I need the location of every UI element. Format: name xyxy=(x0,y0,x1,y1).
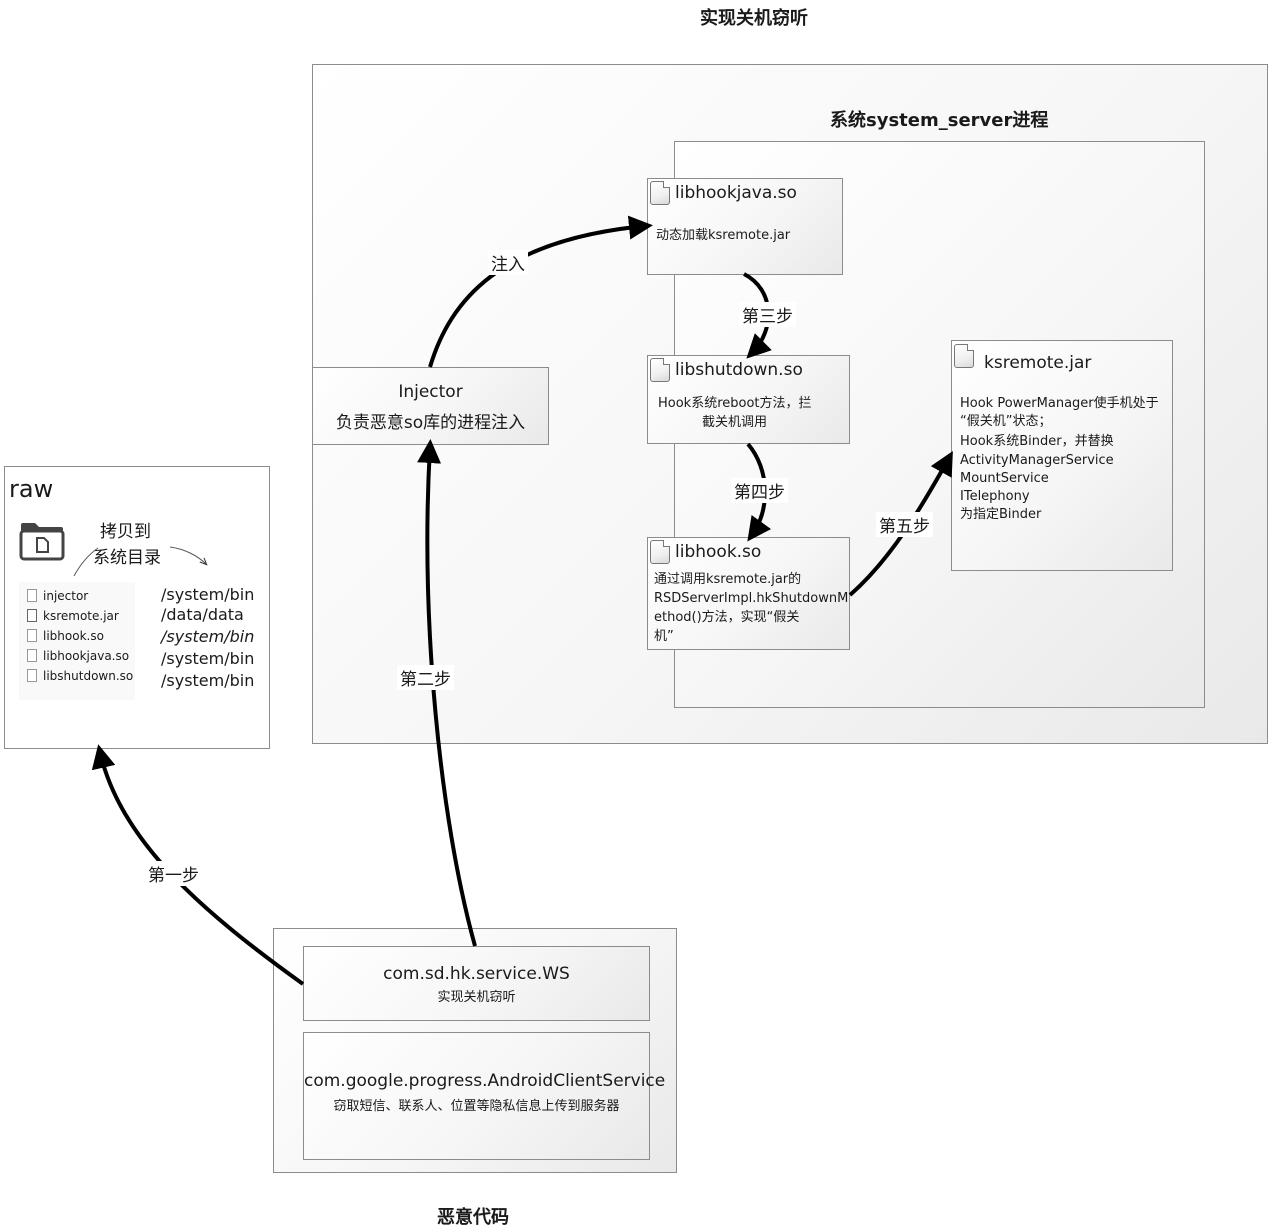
ksremote-desc-line3: Hook系统Binder，并替换 xyxy=(960,434,1114,449)
file-row-injector: injector xyxy=(27,589,88,607)
ws-service-title: com.sd.hk.service.WS xyxy=(383,964,570,984)
file-row-ksremote: ksremote.jar xyxy=(27,609,119,627)
document-icon xyxy=(650,181,670,205)
file-row-libhook: libhook.so xyxy=(27,629,104,647)
step-label-inject: 注入 xyxy=(488,250,528,275)
step-label-5: 第五步 xyxy=(876,512,933,537)
jar-file-icon xyxy=(27,609,37,622)
file-path: /data/data xyxy=(161,605,244,624)
file-path: /system/bin xyxy=(161,649,255,668)
file-icon xyxy=(27,649,37,662)
step-label-3: 第三步 xyxy=(739,302,796,327)
libhook-desc-line2: RSDServerImpl.hkShutdownM xyxy=(654,591,849,606)
copy-arrow-right xyxy=(169,546,206,564)
acs-service-title: com.google.progress.AndroidClientService xyxy=(304,1071,666,1091)
ksremote-desc-line6: ITelephony xyxy=(960,489,1030,504)
system-server-title: 系统system_server进程 xyxy=(830,110,1049,131)
ksremote-desc-line4: ActivityManagerService xyxy=(960,453,1114,468)
step-label-1: 第一步 xyxy=(145,861,202,886)
libhook-desc-line4: 机” xyxy=(654,629,674,644)
file-name: ksremote.jar xyxy=(43,609,119,623)
file-row-libhookjava: libhookjava.so xyxy=(27,649,129,667)
ksremote-node: ksremote.jar Hook PowerManager使手机处于 “假关机… xyxy=(951,340,1173,571)
file-icon xyxy=(27,669,37,682)
libhook-title: libhook.so xyxy=(675,542,762,562)
ksremote-desc-line2: “假关机”状态； xyxy=(960,414,1052,429)
acs-service-box: com.google.progress.AndroidClientService… xyxy=(303,1032,666,1160)
malicious-code-label: 恶意代码 xyxy=(437,1207,509,1228)
copy-label-line1: 拷贝到 xyxy=(100,522,151,542)
libhook-node: libhook.so 通过调用ksremote.jar的 RSDServerIm… xyxy=(647,537,850,650)
file-path: /system/bin xyxy=(161,585,255,604)
ksremote-desc-line1: Hook PowerManager使手机处于 xyxy=(960,396,1159,411)
folder-icon xyxy=(19,521,65,561)
file-name: libshutdown.so xyxy=(43,669,134,683)
raw-panel: raw 拷贝到 系统目录 injector ksremote.jar libho… xyxy=(4,466,270,749)
file-name: libhook.so xyxy=(43,629,104,643)
arrow-step2 xyxy=(417,439,477,947)
raw-title: raw xyxy=(9,475,54,503)
file-list-bg xyxy=(19,582,135,700)
document-icon xyxy=(650,358,670,382)
ws-service-box: com.sd.hk.service.WS 实现关机窃听 xyxy=(303,946,650,1021)
diagram-title: 实现关机窃听 xyxy=(700,8,808,29)
libshutdown-desc-line2: 截关机调用 xyxy=(702,415,768,430)
libhook-desc-line1: 通过调用ksremote.jar的 xyxy=(654,572,802,587)
acs-service-desc: 窃取短信、联系人、位置等隐私信息上传到服务器 xyxy=(333,1099,620,1114)
file-path: /system/bin xyxy=(161,671,255,690)
injector-desc: 负责恶意so库的进程注入 xyxy=(335,413,526,433)
libshutdown-title: libshutdown.so xyxy=(675,360,803,380)
file-name: injector xyxy=(43,589,89,603)
step-label-4: 第四步 xyxy=(731,478,788,503)
step-label-2: 第二步 xyxy=(397,665,454,690)
libhook-desc-line3: ethod()方法，实现“假关 xyxy=(654,610,800,625)
copy-label-line2: 系统目录 xyxy=(93,548,161,568)
arrow-inject xyxy=(428,215,653,368)
libshutdown-node: libshutdown.so Hook系统reboot方法，拦 截关机调用 xyxy=(647,355,850,444)
file-path: /system/bin xyxy=(161,627,255,646)
ksremote-title: ksremote.jar xyxy=(984,353,1092,373)
libhookjava-title: libhookjava.so xyxy=(675,183,797,203)
file-icon xyxy=(27,589,37,602)
file-icon xyxy=(27,629,37,642)
document-icon xyxy=(650,540,670,564)
libhookjava-desc: 动态加载ksremote.jar xyxy=(656,228,791,243)
file-name: libhookjava.so xyxy=(43,649,130,663)
libhookjava-node: libhookjava.so 动态加载ksremote.jar xyxy=(647,178,843,275)
file-row-libshutdown: libshutdown.so xyxy=(27,669,133,687)
injector-title: Injector xyxy=(398,382,463,402)
ksremote-desc-line7: 为指定Binder xyxy=(960,507,1042,522)
document-icon xyxy=(954,344,974,368)
ksremote-desc-line5: MountService xyxy=(960,471,1049,486)
copy-arrow-left xyxy=(73,547,99,577)
ws-service-desc: 实现关机窃听 xyxy=(437,990,516,1005)
libshutdown-desc-line1: Hook系统reboot方法，拦 xyxy=(658,396,812,411)
